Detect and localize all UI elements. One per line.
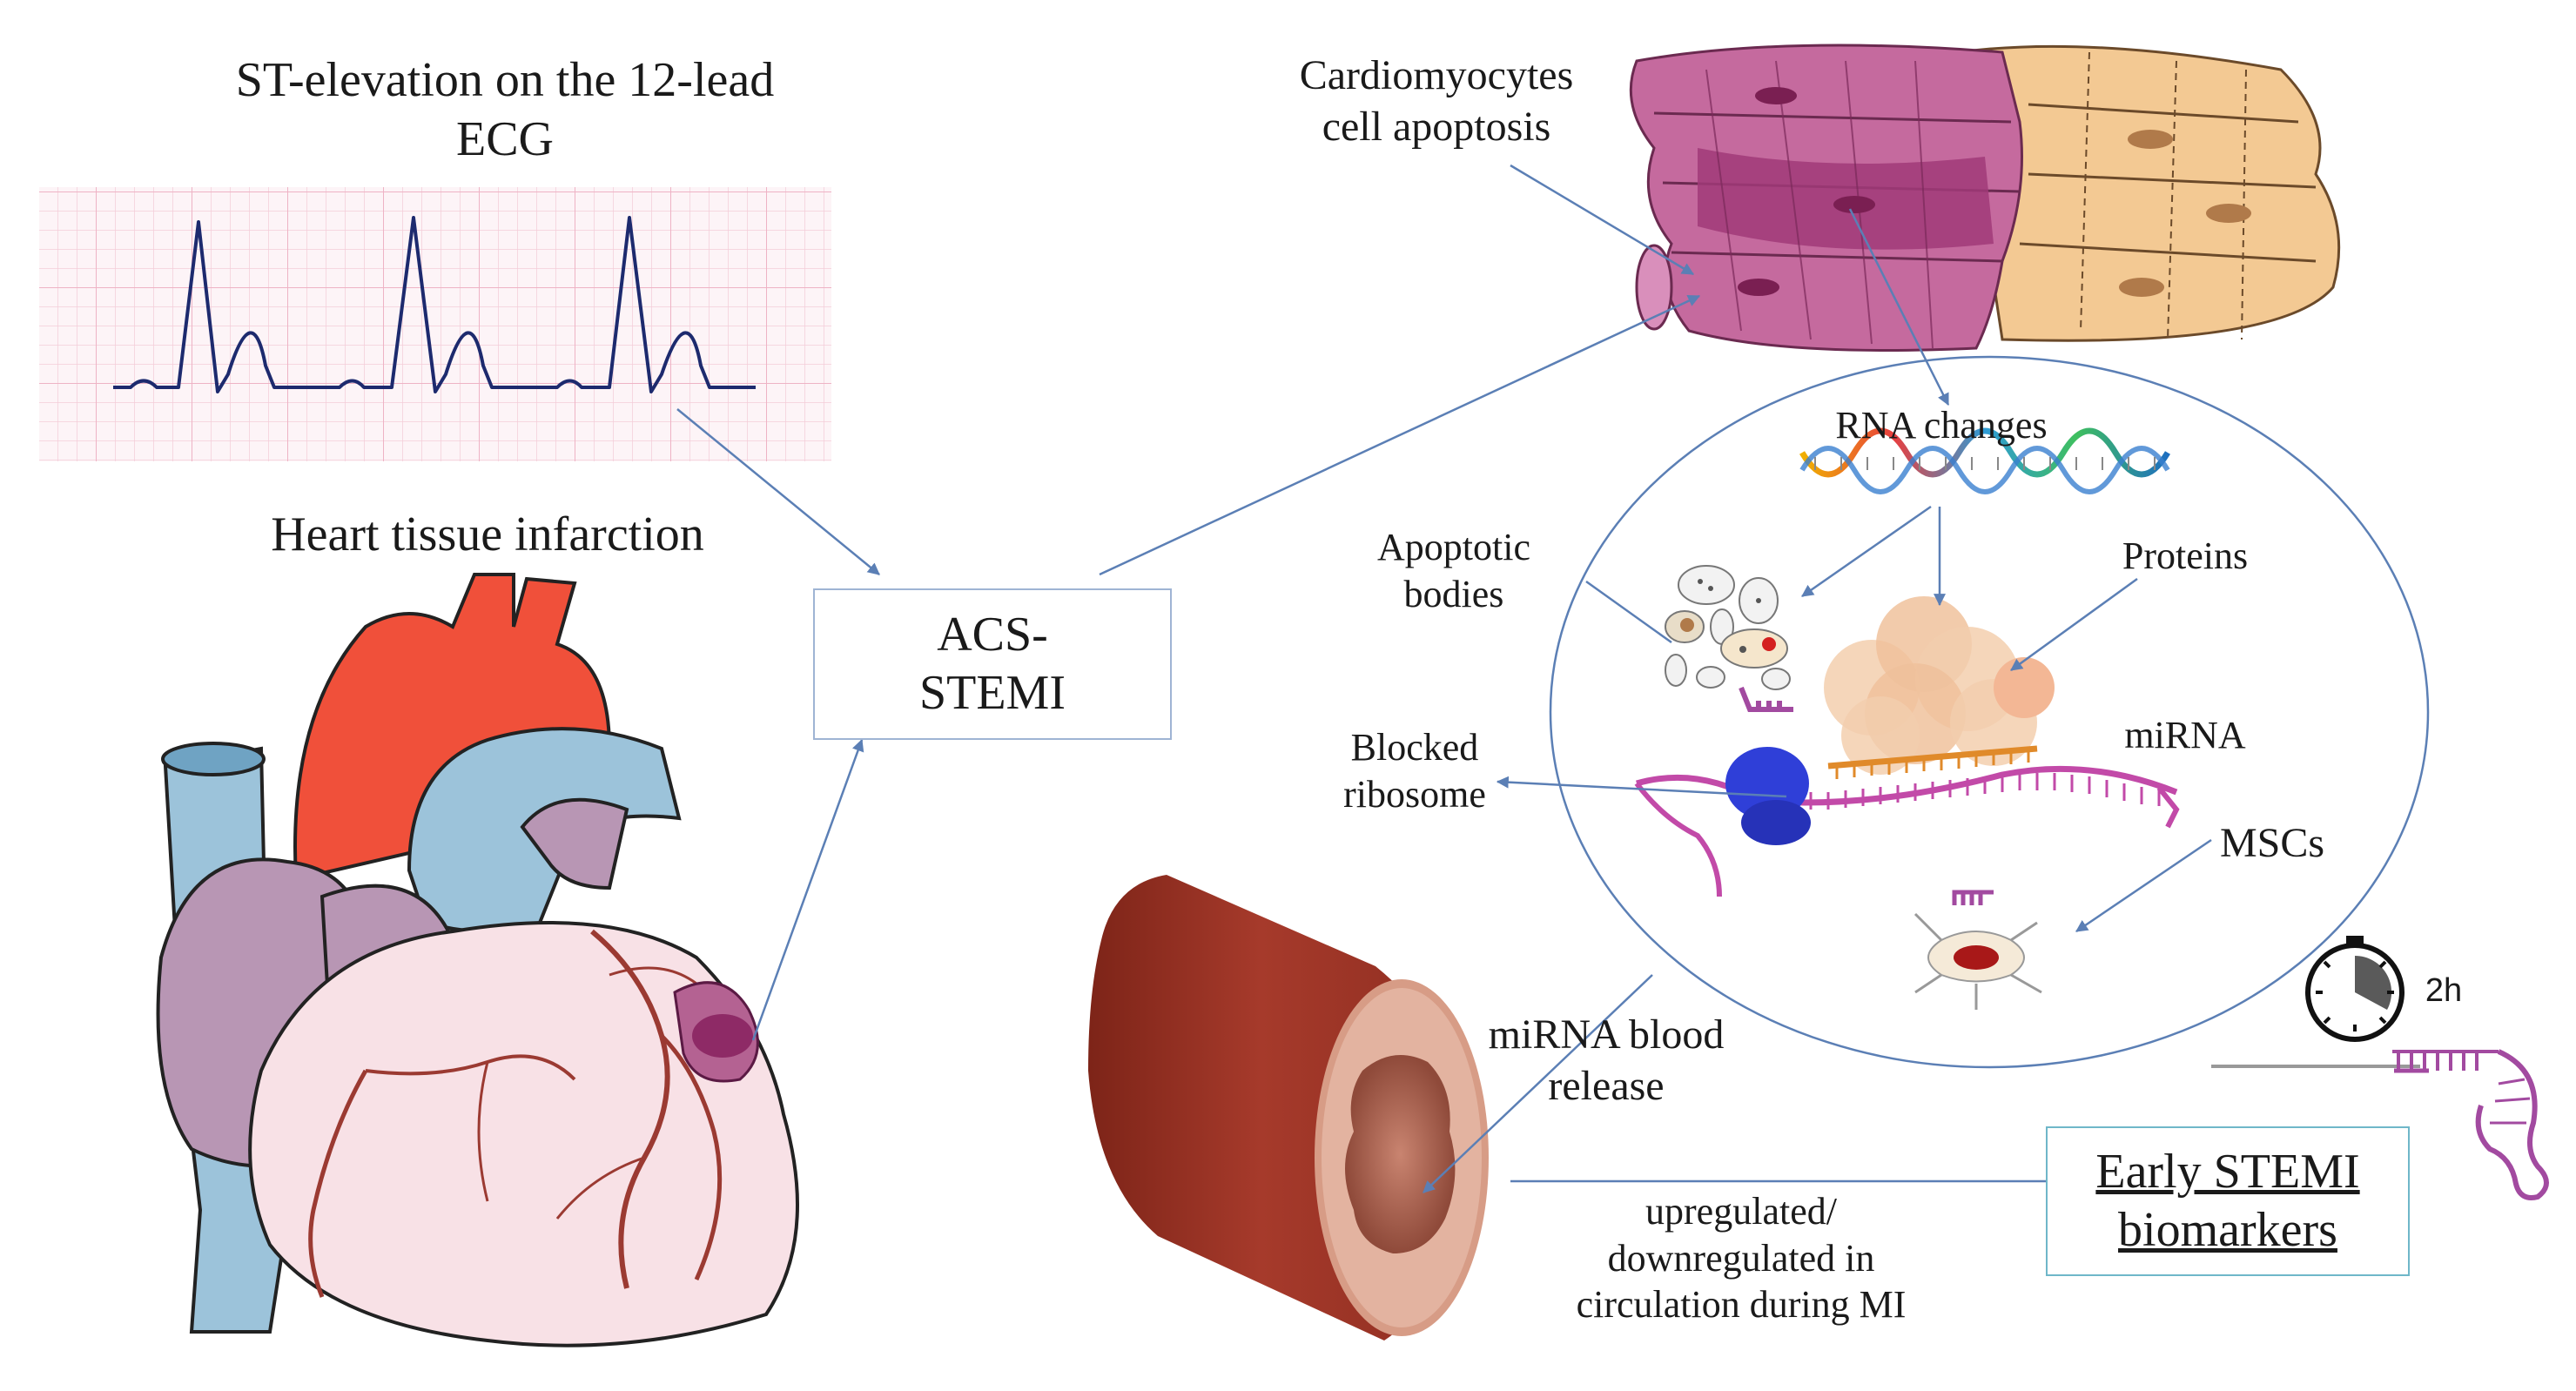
- blood-release-label: miRNA blood release: [1488, 1011, 1725, 1109]
- arrow-label-to-cells: [1510, 164, 1695, 276]
- timer-label: 2h: [2425, 972, 2463, 1009]
- cardiomyocytes-label: Cardiomyocytes cell apoptosis: [1299, 52, 1574, 150]
- mirna-label: miRNA: [2124, 714, 2246, 756]
- flow-arrows: [676, 164, 2212, 1193]
- apoptotic-bodies-label: Apoptotic bodies: [1377, 526, 1530, 615]
- arrow-rna-to-bodies: [1801, 505, 1932, 598]
- arrow-ecg-to-acs: [676, 408, 880, 575]
- regulation-label: upregulated/ downregulated in circulatio…: [1576, 1190, 1907, 1327]
- mscs-label: MSCs: [2219, 820, 2325, 866]
- mirna-strand: [1634, 745, 2180, 897]
- arrow-heart-to-acs: [751, 738, 864, 1041]
- dna-helix: [1799, 427, 2171, 494]
- apoptotic-bodies: [1665, 565, 1793, 712]
- heart-illustration: [156, 573, 799, 1347]
- arrow-cells-to-rna: [1848, 208, 1950, 407]
- arrow-proteins-label: [2010, 577, 2138, 672]
- blocked-ribosome-label: Blocked ribosome: [1343, 726, 1486, 816]
- blood-vessel: [1088, 875, 1489, 1341]
- mirna-hairpin: [2211, 1049, 2549, 1200]
- protein-cluster: [1824, 596, 2055, 775]
- ecg-title: ST-elevation on the 12-lead ECG: [235, 53, 775, 167]
- arrow-cell-to-blood: [1423, 974, 1653, 1193]
- proteins-label: Proteins: [2122, 534, 2249, 577]
- stopwatch-icon: [2305, 936, 2404, 1042]
- arrow-ribosome-to-label: [1496, 776, 1787, 798]
- ribosome: [1725, 747, 1811, 845]
- msc-cell: [1914, 890, 2042, 1010]
- cell-boundary: [1549, 355, 2430, 1069]
- cardiomyocyte-fibers: [1629, 44, 2341, 352]
- arrow-acs-to-cells: [1099, 294, 1701, 576]
- rna-changes-label: RNA changes: [1835, 404, 2048, 447]
- ecg-trace: [39, 187, 831, 461]
- line-bodies-label: [1585, 580, 1672, 644]
- acs-stemi-box: ACS- STEMI: [813, 588, 1172, 740]
- early-stemi-biomarkers-box: Early STEMI biomarkers: [2046, 1126, 2410, 1276]
- arrow-mscs-label: [2075, 838, 2212, 933]
- heart-title: Heart tissue infarction: [271, 507, 704, 561]
